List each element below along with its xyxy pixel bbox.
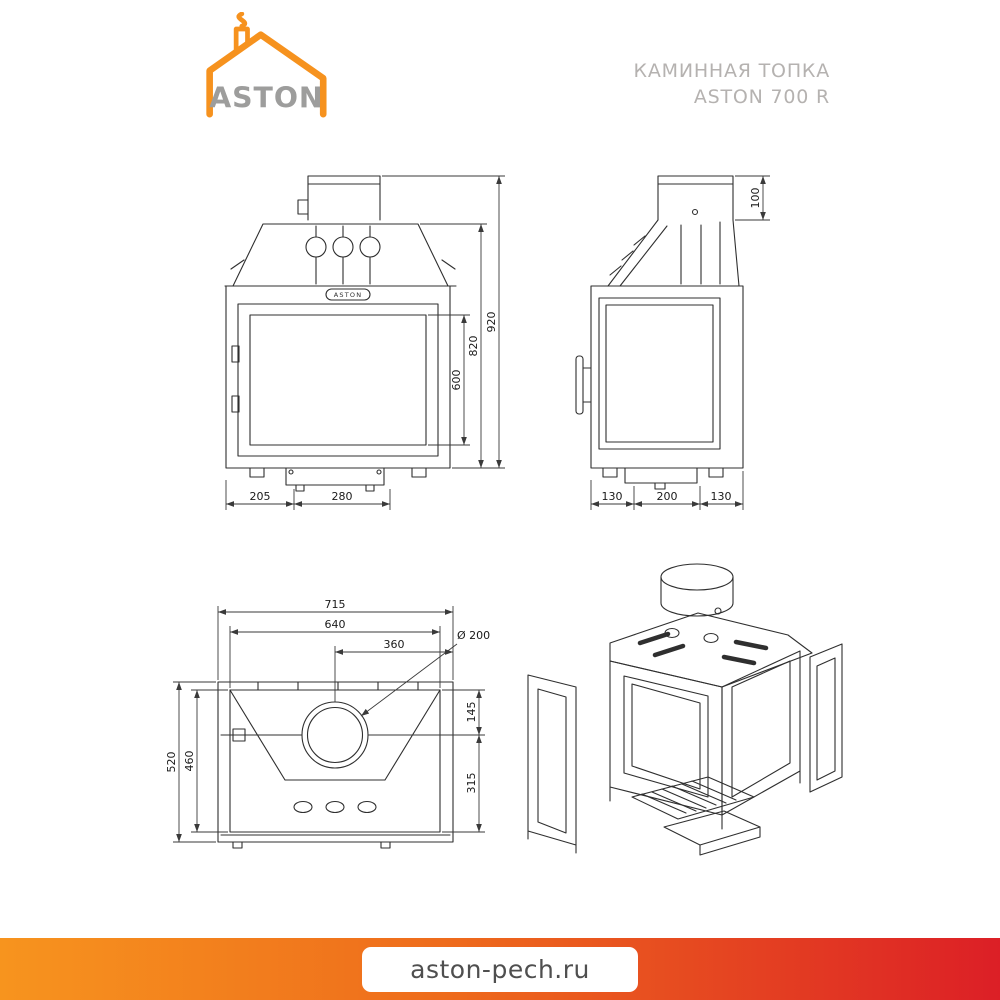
- top-view-geometry: [217, 681, 454, 849]
- website-text: aston-pech.ru: [410, 954, 590, 984]
- dim-top-front-depth: 315: [465, 773, 478, 794]
- dim-side-bottom-center: 200: [657, 490, 678, 503]
- dim-side-bottom-right: 130: [711, 490, 732, 503]
- dim-top-inner-depth: 460: [183, 751, 196, 772]
- dim-front-firebox-height: 820: [467, 336, 480, 357]
- dim-top-overall-width: 715: [325, 598, 346, 611]
- dim-top-inner-width: 640: [325, 618, 346, 631]
- product-category: КАМИННАЯ ТОПКА: [633, 60, 830, 82]
- dim-top-flue-diameter: Ø 200: [457, 629, 490, 642]
- isometric-view-drawing: [527, 563, 843, 856]
- front-view-brand-badge: ASTON: [334, 291, 363, 299]
- website-pill: aston-pech.ru: [362, 946, 638, 992]
- aston-logo: ASTON: [196, 11, 352, 118]
- dim-top-back-depth: 145: [465, 702, 478, 723]
- dim-front-bottom-left: 205: [250, 490, 271, 503]
- aston-logo-house-icon: ASTON: [206, 11, 327, 118]
- product-title: КАМИННАЯ ТОПКА ASTON 700 R: [634, 58, 830, 110]
- top-view-dimensions: 715 640 360 Ø 200 520 460 145 315: [165, 598, 490, 843]
- side-view-geometry: [575, 175, 744, 490]
- side-view-dimensions: 130 200 130 100: [590, 175, 770, 510]
- isometric-vent-slots: [637, 631, 769, 666]
- front-view-geometry: [224, 175, 457, 492]
- front-view-dimensions: 205 280 600 820 920: [225, 175, 505, 510]
- top-view-drawing: 715 640 360 Ø 200 520 460 145 315: [165, 598, 490, 849]
- dim-front-glass-height: 600: [450, 370, 463, 391]
- front-view-drawing: ASTON 205 280 600 820 920: [224, 175, 505, 510]
- dim-top-right-span: 360: [384, 638, 405, 651]
- product-model: ASTON 700 R: [693, 86, 830, 108]
- isometric-geometry: [527, 563, 843, 856]
- side-view-drawing: 130 200 130 100: [575, 175, 770, 510]
- dim-front-bottom-center: 280: [332, 490, 353, 503]
- logo-brand-text: ASTON: [209, 82, 323, 115]
- dim-side-bottom-left: 130: [602, 490, 623, 503]
- footer-banner: aston-pech.ru: [0, 938, 1000, 1000]
- dim-top-overall-depth: 520: [165, 752, 178, 773]
- dim-side-chimney-height: 100: [749, 188, 762, 209]
- dim-front-total-height: 920: [485, 312, 498, 333]
